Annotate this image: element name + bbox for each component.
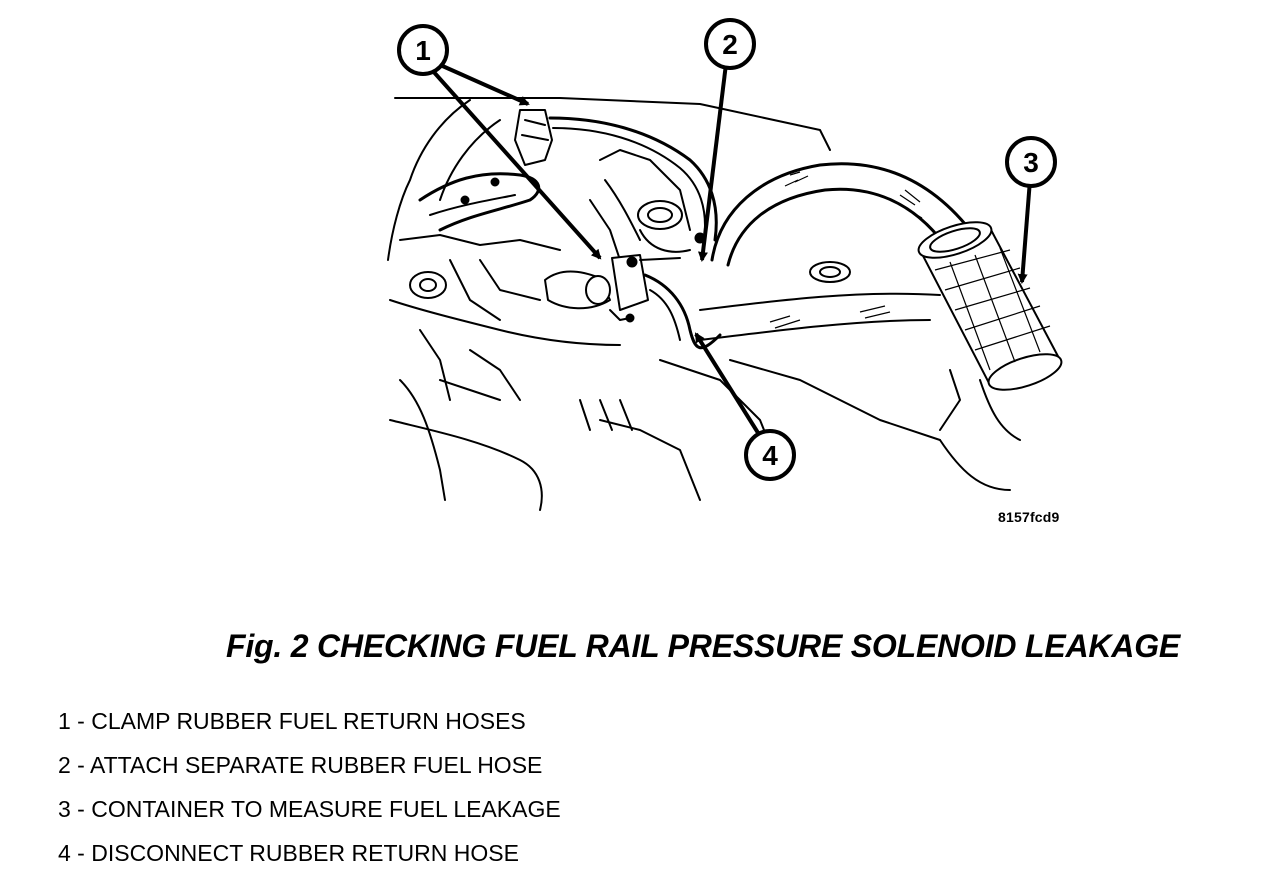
callout-number: 4 [762, 440, 778, 471]
legend-item-2: 2 - ATTACH SEPARATE RUBBER FUEL HOSE [58, 752, 543, 778]
callout-3: 3 [1005, 136, 1057, 188]
callout-number: 1 [415, 35, 431, 66]
callout-1: 1 [397, 24, 449, 76]
engine-illustration: 1 2 3 4 [387, 18, 1063, 511]
callout-number: 3 [1023, 147, 1039, 178]
legend-item-4: 4 - DISCONNECT RUBBER RETURN HOSE [58, 840, 519, 866]
legend-item-1: 1 - CLAMP RUBBER FUEL RETURN HOSES [58, 708, 526, 734]
callout-number: 2 [722, 29, 738, 60]
callout-4: 4 [744, 429, 796, 481]
figure-reference-code: 8157fcd9 [998, 509, 1060, 525]
figure-title: Fig. 2 CHECKING FUEL RAIL PRESSURE SOLEN… [226, 628, 1181, 664]
legend-list: 1 - CLAMP RUBBER FUEL RETURN HOSES 2 - A… [58, 706, 561, 882]
leader-arrows [430, 62, 1032, 438]
callout-2: 2 [704, 18, 756, 70]
legend-item-3: 3 - CONTAINER TO MEASURE FUEL LEAKAGE [58, 796, 561, 822]
engine-line-art [387, 97, 1063, 511]
